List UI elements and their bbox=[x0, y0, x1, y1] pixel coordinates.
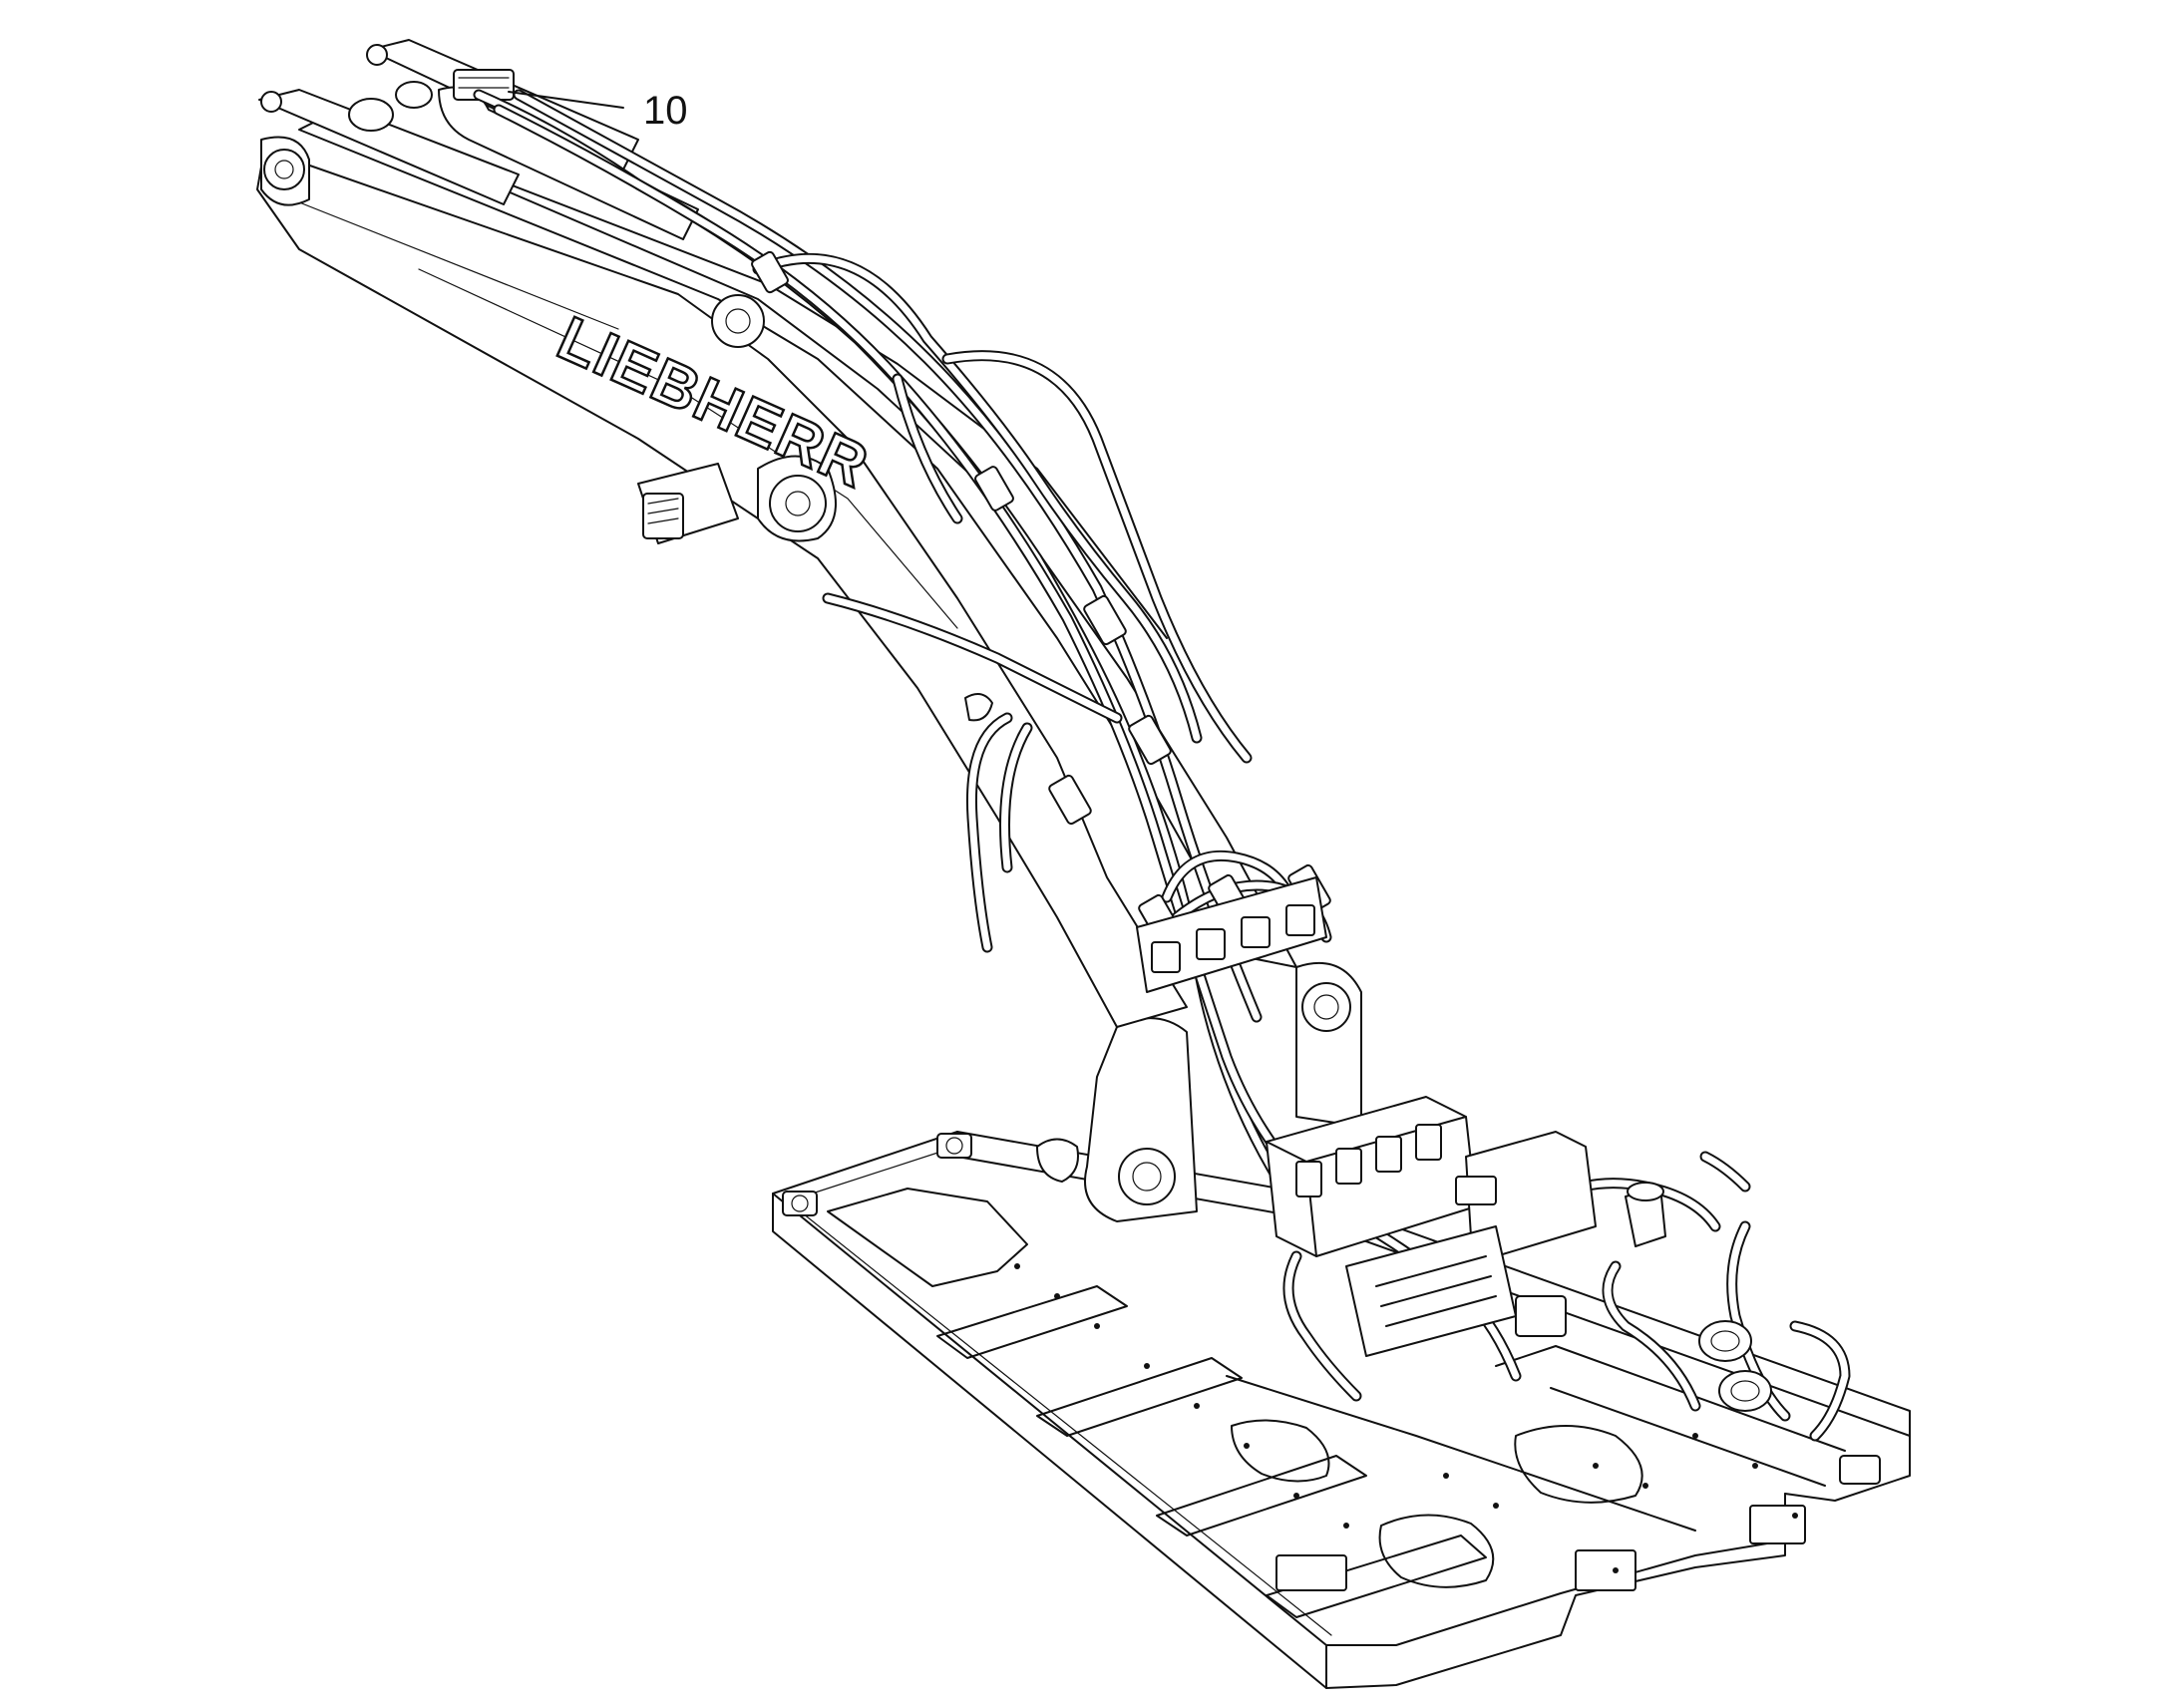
boom-foot-brackets bbox=[1036, 961, 1362, 1222]
main-boom bbox=[256, 114, 1297, 1028]
bolt-holes bbox=[1014, 1263, 1798, 1573]
leader-line bbox=[508, 91, 624, 109]
base-frame bbox=[772, 1131, 1911, 1689]
control-valves bbox=[1266, 1096, 1772, 1412]
callout-label: 10 bbox=[643, 89, 688, 133]
callout-10: 10 bbox=[508, 89, 688, 133]
valve-block bbox=[1136, 876, 1327, 993]
